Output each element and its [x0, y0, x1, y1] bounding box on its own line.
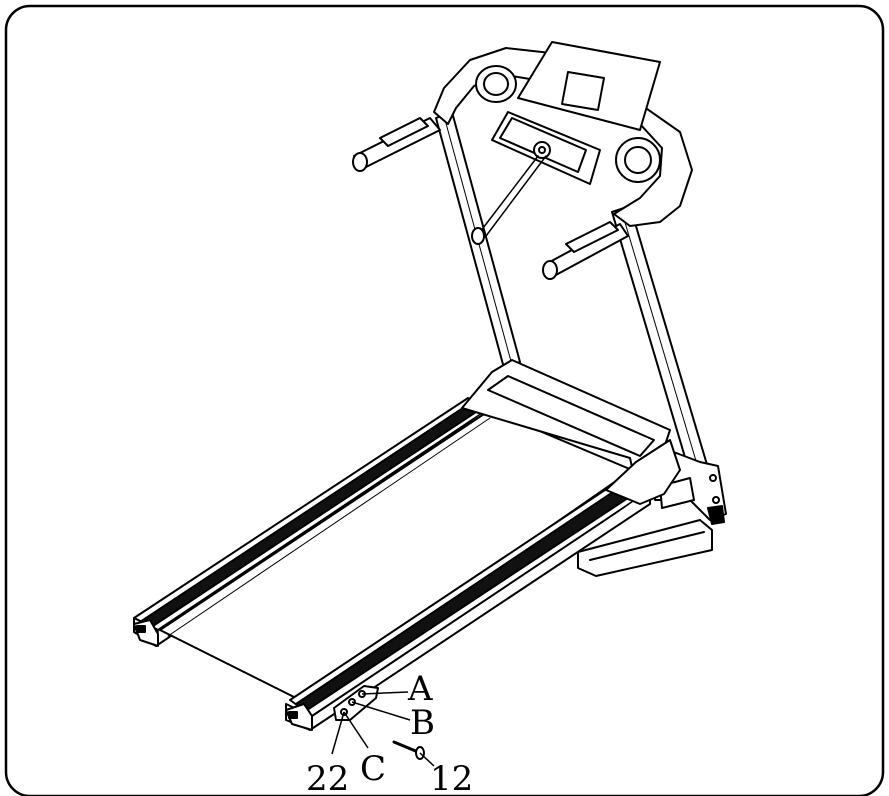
callout-b: B	[410, 703, 435, 743]
leader-c	[343, 711, 369, 749]
motor-hood	[461, 359, 681, 505]
leader-a	[361, 691, 409, 695]
console-display	[517, 41, 661, 131]
frame-border	[4, 4, 885, 796]
callout-leaders	[331, 691, 435, 767]
callout-part-12: 12	[430, 759, 473, 796]
leader-12	[419, 752, 435, 767]
safety-key-cord	[471, 155, 547, 245]
rear-end-caps	[133, 619, 313, 731]
leader-b	[351, 701, 411, 721]
bolt-12	[392, 740, 425, 760]
treadmill-drawing	[133, 41, 727, 760]
left-handlebar	[352, 117, 441, 172]
callout-a: A	[407, 669, 433, 709]
callout-c: C	[360, 749, 386, 789]
right-handlebar	[542, 221, 629, 280]
base-support-bar	[577, 519, 713, 577]
leader-22	[331, 711, 345, 755]
console-keypad	[491, 111, 601, 185]
callout-part-22: 22	[306, 759, 349, 796]
